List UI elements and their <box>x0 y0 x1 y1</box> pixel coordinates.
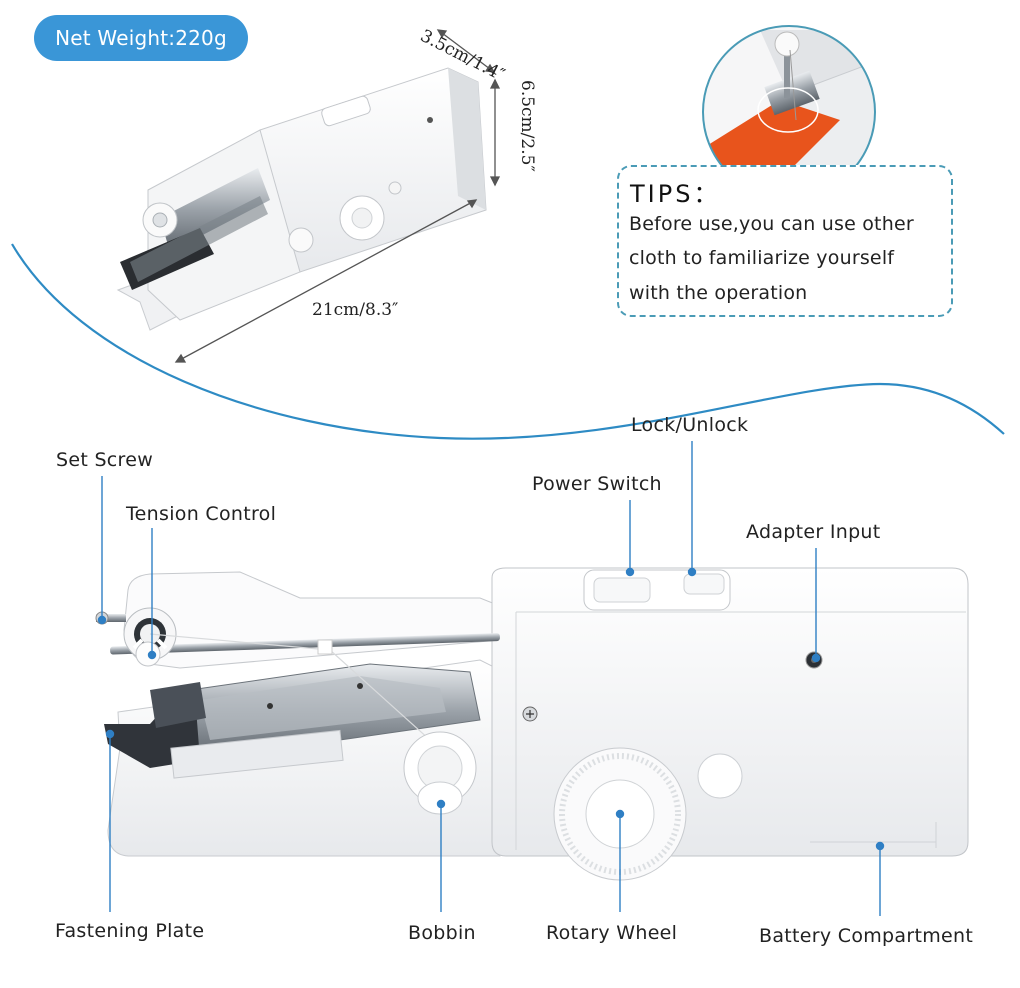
label-battery-compartment: Battery Compartment <box>759 925 974 947</box>
callout-lines <box>97 441 885 916</box>
label-rotary-wheel: Rotary Wheel <box>546 922 678 944</box>
height-dimension: 6.5cm/2.5″ <box>517 80 537 172</box>
label-set-screw: Set Screw <box>56 449 154 471</box>
length-dimension: 21cm/8.3″ <box>312 300 399 320</box>
tips-line: with the operation <box>629 282 808 304</box>
section-divider-curve <box>11 243 1005 440</box>
net-weight-badge: Net Weight:220g <box>34 15 248 61</box>
label-fastening-plate: Fastening Plate <box>55 920 205 942</box>
tips-box <box>617 165 953 317</box>
tips-line: Before use,you can use other <box>629 213 914 235</box>
top-machine-image <box>116 67 487 331</box>
label-tension-control: Tension Control <box>126 503 277 525</box>
label-adapter-input: Adapter Input <box>746 521 881 543</box>
label-lock-unlock: Lock/Unlock <box>631 414 749 436</box>
tips-line: cloth to familiarize yourself <box>629 247 895 269</box>
label-power-switch: Power Switch <box>532 473 662 495</box>
dimension-lines <box>174 29 501 363</box>
tips-title: TIPS： <box>630 180 721 208</box>
label-bobbin: Bobbin <box>408 922 476 944</box>
main-machine-image <box>95 567 969 881</box>
